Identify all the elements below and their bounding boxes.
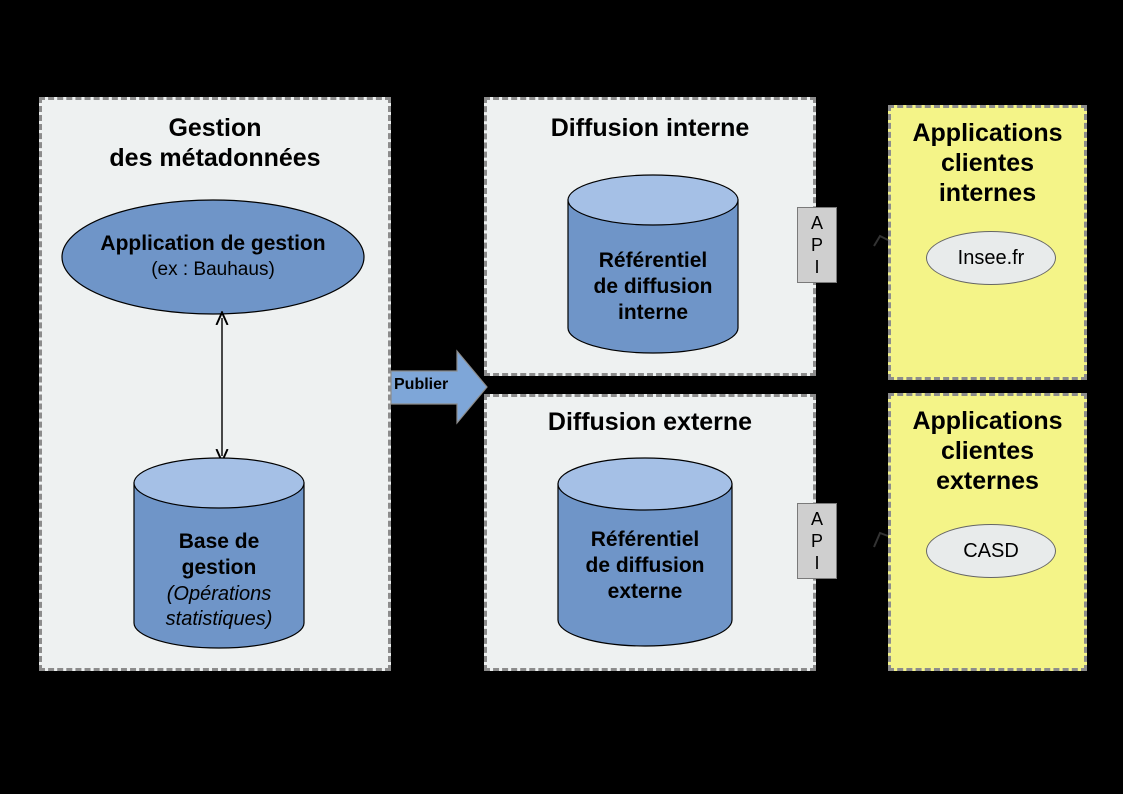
clients-internes-line2: clientes bbox=[940, 149, 1035, 177]
api-letter: I bbox=[814, 257, 820, 277]
ref-externe-line3: externe bbox=[607, 580, 683, 603]
base-gestion-line2: gestion bbox=[181, 556, 257, 579]
publier-arrow bbox=[390, 349, 488, 425]
referentiel-externe-cylinder bbox=[557, 457, 733, 647]
gestion-title-line2: des métadonnées bbox=[109, 144, 321, 172]
diffusion-interne-title: Diffusion interne bbox=[550, 114, 750, 142]
clients-externes-panel: Applications clientes externes bbox=[888, 393, 1087, 671]
api-letter: P bbox=[810, 235, 823, 255]
api-box-externe: A P I bbox=[797, 503, 837, 579]
application-title: Application de gestion bbox=[100, 232, 326, 255]
clients-internes-line1: Applications bbox=[912, 119, 1063, 147]
ref-interne-line3: interne bbox=[617, 301, 688, 324]
ref-interne-line1: Référentiel bbox=[598, 249, 708, 272]
ref-externe-line2: de diffusion bbox=[585, 554, 705, 577]
api-letter: I bbox=[814, 553, 820, 573]
gestion-title-line1: Gestion bbox=[168, 114, 262, 142]
api-box-interne: A P I bbox=[797, 207, 837, 283]
ref-interne-line2: de diffusion bbox=[593, 275, 713, 298]
application-subtitle: (ex : Bauhaus) bbox=[151, 259, 275, 280]
clients-externes-line3: externes bbox=[936, 467, 1039, 495]
base-gestion-line4: statistiques) bbox=[165, 608, 273, 630]
base-gestion-line1: Base de bbox=[178, 530, 260, 553]
publier-label: Publier bbox=[394, 376, 449, 393]
insee-fr-app: Insee.fr bbox=[926, 231, 1056, 285]
base-gestion-cylinder bbox=[133, 457, 305, 649]
clients-externes-line2: clientes bbox=[940, 437, 1035, 465]
api-letter: P bbox=[810, 531, 823, 551]
base-gestion-line3: (Opérations bbox=[166, 583, 272, 605]
api-letter: A bbox=[810, 213, 823, 233]
api-letter: A bbox=[810, 509, 823, 529]
casd-app: CASD bbox=[926, 524, 1056, 578]
clients-externes-line1: Applications bbox=[912, 407, 1063, 435]
diffusion-externe-title: Diffusion externe bbox=[547, 408, 753, 436]
clients-internes-line3: internes bbox=[938, 179, 1037, 207]
connector-mark-bottom bbox=[873, 531, 889, 548]
application-ellipse bbox=[61, 199, 365, 315]
referentiel-interne-cylinder bbox=[567, 174, 739, 354]
connector-mark-top bbox=[873, 234, 889, 247]
ref-externe-line1: Référentiel bbox=[590, 528, 700, 551]
